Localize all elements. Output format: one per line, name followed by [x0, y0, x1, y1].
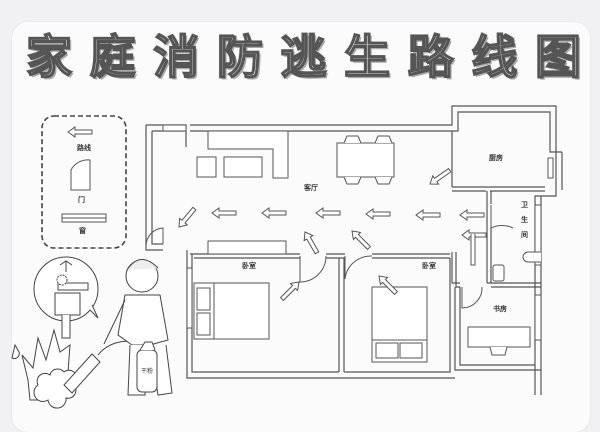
poster-title: 家 庭 消 防 逃 生 路 线 图 [25, 29, 582, 85]
title-char: 路 [407, 29, 455, 85]
escape-route-arrows [174, 165, 487, 304]
room-label-kitchen: 厨房 [489, 153, 503, 162]
title-char: 家 [25, 29, 73, 85]
door-icon [70, 159, 91, 191]
title-char: 庭 [89, 29, 137, 85]
title-char: 生 [343, 29, 391, 85]
legend-label-route: 路线 [77, 143, 91, 152]
room-label-bathroom-2: 生 [521, 215, 528, 224]
legend-label-door: 门 [78, 195, 85, 204]
fire-extinguisher-illustration: 干粉 [11, 256, 173, 409]
room-label-living-room: 客厅 [303, 183, 318, 192]
room-label-bedroom-2: 卧室 [422, 261, 436, 270]
room-label-bathroom-3: 间 [521, 230, 528, 239]
doors [145, 205, 514, 309]
window-icon [61, 213, 107, 223]
title-char: 图 [534, 29, 582, 85]
legend-box: 路线 门 窗 [41, 115, 127, 249]
legend-label-window: 窗 [79, 226, 86, 235]
title-char: 防 [216, 29, 264, 85]
room-label-study: 书房 [493, 304, 507, 313]
extinguisher-label: 干粉 [141, 367, 153, 375]
arrow-left-icon [67, 126, 93, 138]
room-label-bathroom-1: 卫 [521, 201, 528, 209]
title-char: 消 [152, 29, 200, 85]
title-char: 逃 [280, 29, 328, 85]
furniture [193, 130, 541, 363]
room-label-bedroom-1: 卧室 [242, 261, 256, 270]
title-char: 线 [471, 29, 519, 85]
windows [162, 124, 554, 341]
